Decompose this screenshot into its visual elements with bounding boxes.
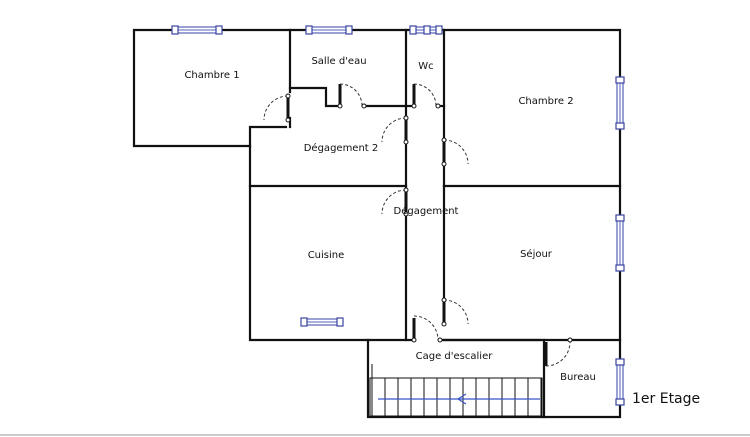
room-label-bureau: Bureau — [560, 372, 596, 383]
doors — [263, 83, 573, 367]
door-degagement2[interactable] — [381, 115, 409, 145]
floor-label: 1er Etage — [632, 391, 700, 407]
wall-chambre1-bottom — [248, 125, 288, 148]
room-label-cage-descalier: Cage d'escalier — [416, 351, 494, 362]
room-label-wc: Wc — [418, 61, 433, 72]
door-bureau[interactable] — [544, 337, 573, 367]
window-bureau — [615, 358, 625, 406]
room-labels: Chambre 1 Salle d'eau Wc Chambre 2 Dégag… — [184, 56, 595, 383]
room-label-chambre-2: Chambre 2 — [518, 96, 573, 107]
room-label-cuisine: Cuisine — [308, 250, 345, 261]
room-label-chambre-1: Chambre 1 — [184, 70, 239, 81]
door-salle-deau[interactable] — [337, 83, 367, 109]
room-label-degagement: Dégagement — [394, 205, 459, 217]
door-cuisine[interactable] — [381, 187, 409, 217]
door-sejour[interactable] — [441, 297, 469, 327]
door-cage-escalier[interactable] — [411, 315, 443, 343]
wall-salle-bottom — [288, 86, 340, 108]
room-label-degagement-2: Dégagement 2 — [304, 142, 379, 154]
door-chambre1[interactable] — [263, 93, 291, 123]
stair-direction-arrow-icon — [378, 393, 540, 405]
windows — [171, 25, 625, 406]
window-wc — [409, 25, 443, 35]
door-wc[interactable] — [411, 83, 441, 109]
door-chambre2[interactable] — [441, 137, 469, 167]
outer-wall — [132, 28, 622, 419]
window-chambre2 — [615, 76, 625, 130]
room-label-sejour: Séjour — [520, 248, 553, 260]
window-sejour — [615, 214, 625, 272]
window-chambre1 — [171, 25, 223, 35]
window-cuisine — [300, 317, 344, 327]
walls — [132, 28, 622, 419]
room-label-salle-deau: Salle d'eau — [311, 56, 366, 67]
staircase — [369, 364, 543, 417]
window-salle-deau — [305, 25, 353, 35]
